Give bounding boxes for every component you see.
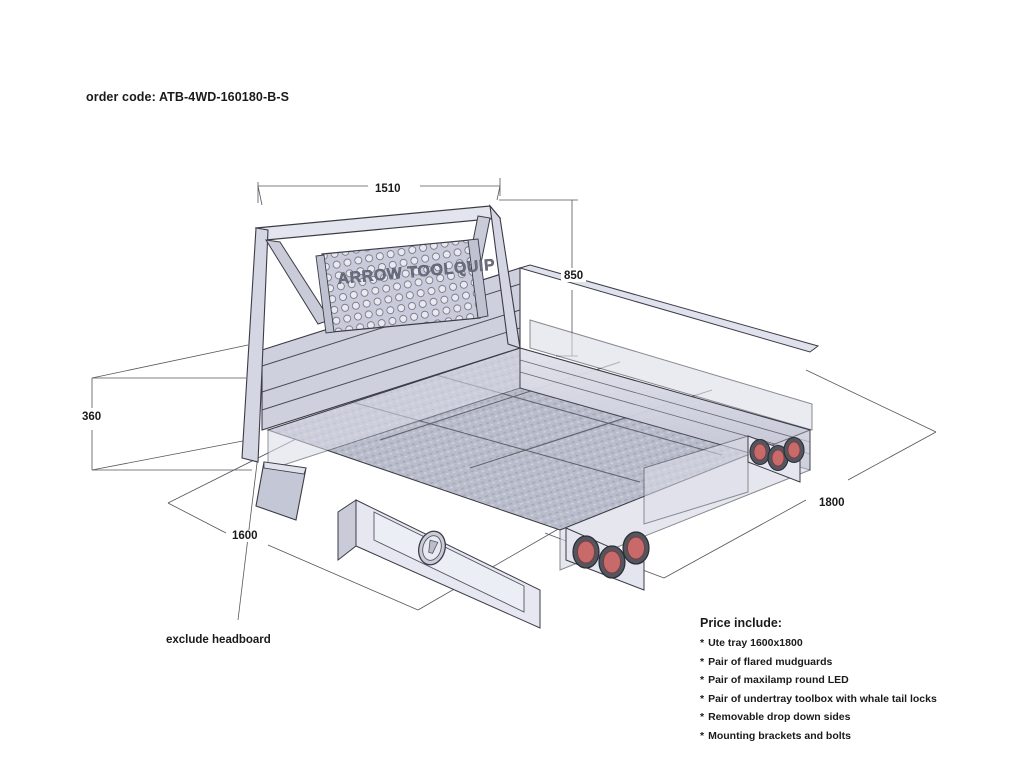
price-include-item: *Pair of undertray toolbox with whale ta…: [700, 693, 1000, 705]
dimension-label-1600: 1600: [229, 530, 261, 542]
price-include-list: *Ute tray 1600x1800*Pair of flared mudgu…: [700, 637, 1000, 742]
round-led-lamp: [783, 436, 805, 464]
exclude-headboard-note: exclude headboard: [166, 634, 271, 646]
dimension-label-1510: 1510: [372, 183, 404, 195]
price-include-item-label: Pair of maxilamp round LED: [708, 674, 849, 686]
price-include-item-label: Removable drop down sides: [708, 711, 851, 723]
whale-tail-lock-icon: [418, 530, 446, 566]
round-led-lamp: [749, 438, 771, 466]
round-led-lamp: [598, 545, 626, 579]
headboard-leg-left: [241, 227, 269, 463]
price-include-item: *Pair of flared mudguards: [700, 656, 1000, 668]
price-include-block: Price include: *Ute tray 1600x1800*Pair …: [700, 616, 1000, 748]
undertray-toolbox-right: [643, 435, 749, 525]
dimension-label-360: 360: [79, 411, 105, 423]
round-led-lamp: [572, 535, 600, 569]
bullet-star-icon: *: [700, 637, 705, 649]
round-led-lamp: [767, 444, 789, 472]
toolbox-door-left: [373, 511, 525, 613]
top-rail-right: [518, 264, 820, 353]
price-include-item-label: Ute tray 1600x1800: [708, 637, 803, 649]
price-include-item-label: Pair of flared mudguards: [708, 655, 833, 668]
dimension-label-850: 850: [561, 270, 587, 282]
headboard-leg-right: [489, 204, 521, 349]
mesh-panel-frame-left: [315, 254, 335, 334]
price-include-item-label: Pair of undertray toolbox with whale tai…: [708, 692, 937, 705]
price-include-item: *Ute tray 1600x1800: [700, 637, 1000, 649]
mesh-panel-frame-right: [467, 238, 489, 319]
headboard-top-rail: [254, 205, 502, 241]
tail-light-cluster-far: [747, 435, 805, 483]
bullet-star-icon: *: [700, 711, 705, 723]
price-include-item-label: Mounting brackets and bolts: [708, 729, 852, 742]
ute-tray-assembly: ARROW TOOLQUIP: [241, 204, 820, 629]
bullet-star-icon: *: [700, 674, 705, 686]
mudguard-lip-left: [263, 461, 307, 475]
price-include-item: *Removable drop down sides: [700, 711, 1000, 723]
dimension-label-1800: 1800: [816, 497, 848, 509]
undertray-box-side: [337, 499, 357, 562]
price-include-title: Price include:: [700, 616, 782, 630]
round-led-lamp: [622, 531, 650, 565]
order-code-label: order code: ATB-4WD-160180-B-S: [86, 90, 290, 104]
price-include-item: *Mounting brackets and bolts: [700, 730, 1000, 742]
side-top-rail-right: [529, 319, 813, 431]
price-include-item: *Pair of maxilamp round LED: [700, 674, 1000, 686]
bullet-star-icon: *: [700, 692, 705, 705]
bullet-star-icon: *: [700, 655, 705, 668]
bullet-star-icon: *: [700, 729, 705, 742]
side-rail-near-left: [267, 347, 521, 471]
tail-light-cluster-near: [565, 527, 650, 591]
